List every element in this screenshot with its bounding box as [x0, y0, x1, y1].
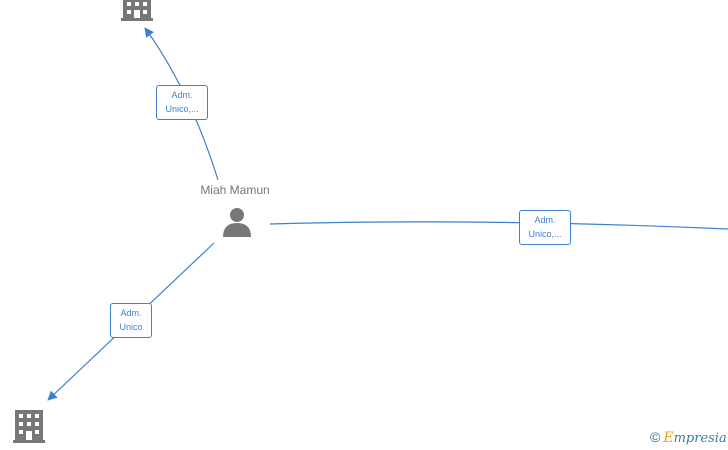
edge-label-line: Unico,... [165, 104, 199, 114]
person-icon[interactable] [223, 208, 251, 237]
building-icon[interactable] [121, 0, 153, 21]
edge-label-line: Unico,... [528, 229, 562, 239]
person-name[interactable]: Miah Mamun [200, 183, 270, 197]
building-icon[interactable] [13, 410, 45, 443]
edge-label-line: Adm. [120, 308, 142, 318]
copyright-symbol: © [650, 429, 661, 445]
empresia-watermark: ©Empresia [650, 429, 727, 446]
edge-label-line: Adm. [534, 215, 556, 225]
edge-label-right[interactable]: Adm. Unico,... [519, 210, 571, 245]
brand-name: mpresia [673, 431, 727, 446]
edge-label-bottom[interactable]: Adm. Unico [110, 303, 152, 338]
edge-right[interactable] [269, 221, 728, 230]
edge-label-line: Adm. [171, 90, 193, 100]
brand-initial: E [663, 430, 674, 446]
edge-label-line: Unico [119, 322, 143, 332]
edge-label-top[interactable]: Adm. Unico,... [156, 85, 208, 120]
